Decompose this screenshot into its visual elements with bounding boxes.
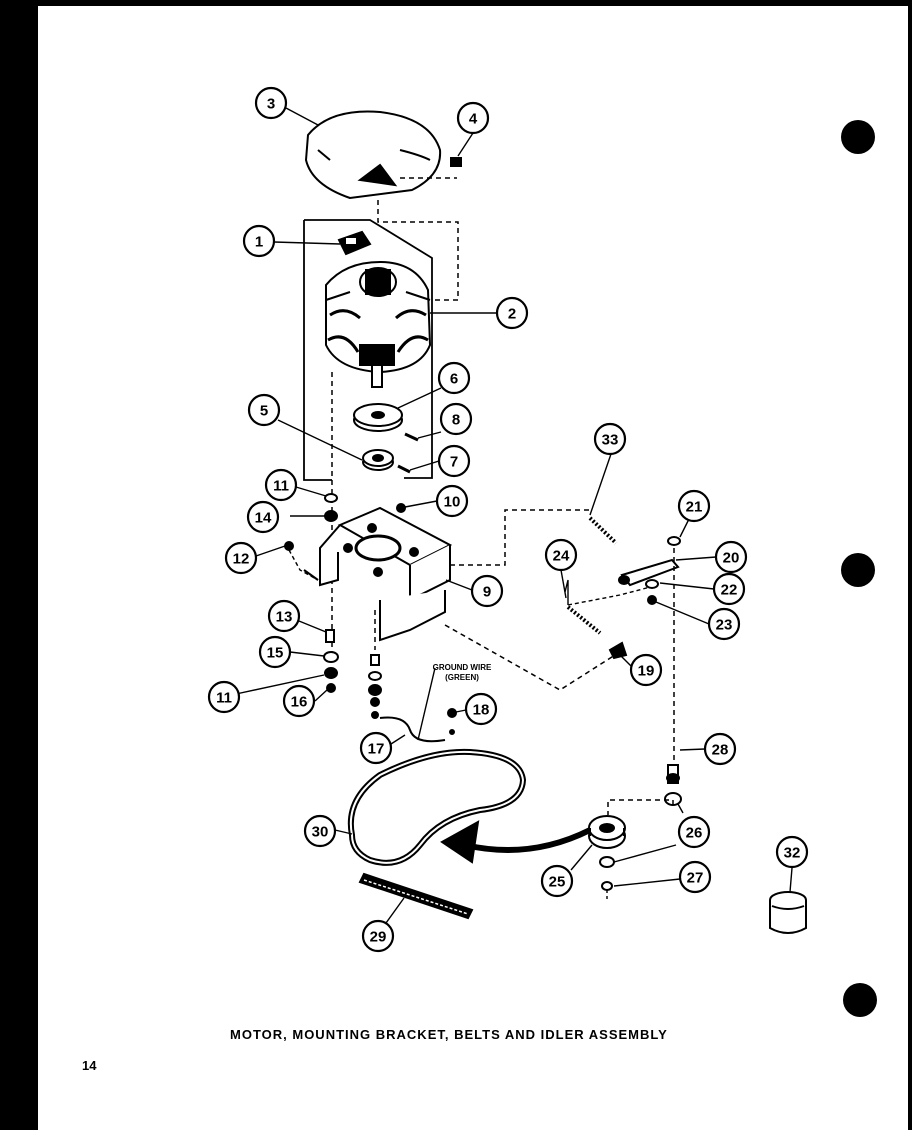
svg-text:21: 21	[686, 499, 703, 516]
diagram-sheet	[38, 6, 908, 1130]
svg-text:22: 22	[721, 582, 738, 599]
callout: 1	[242, 224, 276, 258]
callout: 2	[495, 296, 529, 330]
part-motor-switch	[337, 230, 372, 256]
callout: 8	[439, 402, 473, 436]
callout: 26	[677, 815, 711, 849]
callout: 29	[361, 919, 395, 953]
page-number: 14	[82, 1058, 97, 1073]
diagram-caption: MOTOR, MOUNTING BRACKET, BELTS AND IDLER…	[230, 1027, 668, 1042]
callouts: 3 4 1 2 6 5 8 7 11 10 14 12 9 13 15 11 1…	[207, 86, 809, 953]
callout: 12	[224, 541, 258, 575]
svg-text:19: 19	[638, 663, 655, 680]
svg-text:24: 24	[553, 548, 570, 565]
svg-text:12: 12	[233, 551, 250, 568]
part-spring-24	[566, 605, 602, 635]
callout: 16	[282, 684, 316, 718]
callout: 11	[264, 468, 298, 502]
callout: 33	[593, 422, 627, 456]
svg-text:11: 11	[216, 690, 232, 707]
svg-text:30: 30	[312, 824, 329, 841]
svg-text:11: 11	[273, 478, 289, 495]
part-cover-nut	[450, 157, 462, 167]
callout: 15	[258, 635, 292, 669]
svg-text:10: 10	[444, 494, 461, 511]
callout: 30	[303, 814, 337, 848]
callout: 27	[678, 860, 712, 894]
svg-text:20: 20	[723, 550, 740, 567]
callout: 24	[544, 538, 578, 572]
svg-text:17: 17	[368, 741, 385, 758]
part-mounting-bracket	[303, 506, 453, 642]
callout: 4	[456, 101, 490, 135]
svg-text:5: 5	[260, 403, 268, 420]
part-drive-belt	[347, 748, 527, 866]
svg-text:14: 14	[255, 510, 272, 527]
part-spring-33	[588, 516, 618, 545]
svg-text:15: 15	[267, 645, 284, 662]
binder-hole-bottom	[843, 983, 877, 1017]
part-cogged-belt	[358, 872, 474, 920]
svg-text:4: 4	[469, 111, 478, 128]
svg-text:23: 23	[716, 617, 733, 634]
callout: 19	[629, 653, 663, 687]
callout: 6	[437, 361, 471, 395]
svg-text:9: 9	[483, 584, 491, 601]
svg-text:29: 29	[370, 929, 387, 946]
callout: 20	[714, 540, 748, 574]
svg-text:1: 1	[255, 234, 263, 251]
ground-wire-label-line1: GROUND WIRE	[433, 663, 492, 672]
callout: 17	[359, 731, 393, 765]
callout: 14	[246, 500, 280, 534]
svg-text:8: 8	[452, 412, 460, 429]
callout: 13	[267, 599, 301, 633]
ground-wire-label-line2: (GREEN)	[445, 673, 479, 682]
part-motor-pulley	[353, 403, 403, 432]
svg-text:7: 7	[450, 454, 458, 471]
callout: 3	[254, 86, 288, 120]
svg-text:6: 6	[450, 371, 458, 388]
svg-text:16: 16	[291, 694, 308, 711]
callout: 25	[540, 864, 574, 898]
callout: 32	[775, 835, 809, 869]
leader-lines	[235, 107, 793, 931]
svg-text:28: 28	[712, 742, 729, 759]
svg-text:33: 33	[602, 432, 619, 449]
callout: 9	[470, 574, 504, 608]
svg-text:18: 18	[473, 702, 490, 719]
callout: 23	[707, 607, 741, 641]
binder-hole-top	[841, 120, 875, 154]
part-set-screw-8	[404, 432, 419, 442]
svg-text:26: 26	[686, 825, 703, 842]
callout: 22	[712, 572, 746, 606]
callout: 10	[435, 484, 469, 518]
part-small-pulley	[362, 449, 394, 471]
callout: 11	[207, 680, 241, 714]
svg-text:3: 3	[267, 96, 275, 113]
callout: 28	[703, 732, 737, 766]
part-idler-pulley	[588, 815, 626, 849]
svg-text:13: 13	[276, 609, 293, 626]
binder-hole-middle	[841, 553, 875, 587]
svg-text:27: 27	[687, 870, 704, 887]
callout: 7	[437, 444, 471, 478]
part-set-screw-7	[397, 464, 411, 474]
svg-text:32: 32	[784, 845, 801, 862]
callout: 5	[247, 393, 281, 427]
part-motor-cover	[304, 110, 442, 200]
callout: 18	[464, 692, 498, 726]
part-capacitor	[769, 891, 807, 934]
part-motor	[325, 260, 432, 388]
svg-text:2: 2	[508, 306, 516, 323]
callout: 21	[677, 489, 711, 523]
binder-holes	[841, 120, 877, 1017]
svg-text:25: 25	[549, 874, 566, 891]
